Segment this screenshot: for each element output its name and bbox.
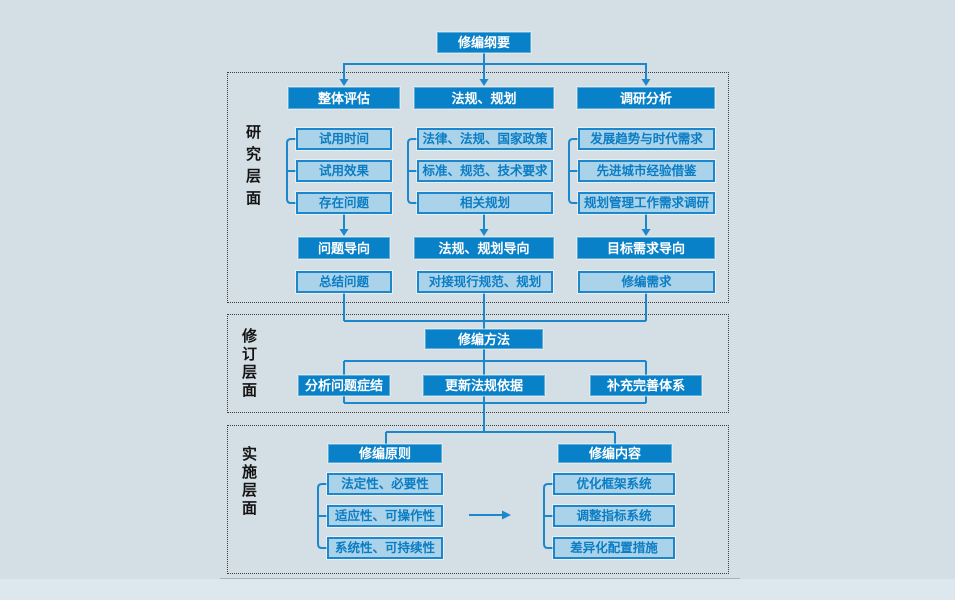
node-differentiated-measures: 差异化配置措施 — [553, 537, 675, 559]
node-regulations-planning: 法规、规划 — [414, 87, 554, 109]
node-trial-time: 试用时间 — [296, 128, 392, 150]
revision-section-label: 修订层面 — [240, 328, 257, 400]
node-optimize-framework: 优化框架系统 — [553, 473, 675, 495]
node-adaptability-operability: 适应性、可操作性 — [327, 505, 443, 527]
node-revision-contents: 修编内容 — [558, 444, 672, 463]
node-update-legal-basis: 更新法规依据 — [423, 375, 545, 396]
node-goal-orientation: 目标需求导向 — [577, 237, 715, 259]
node-analyze-problems: 分析问题症结 — [298, 375, 390, 396]
node-survey-analysis: 调研分析 — [577, 87, 715, 109]
node-laws-policies: 法律、法规、国家政策 — [417, 128, 553, 150]
node-align-current-standards: 对接现行规范、规划 — [417, 271, 553, 293]
node-overall-evaluation: 整体评估 — [288, 87, 400, 109]
research-section-label: 研究层面 — [244, 124, 261, 212]
implementation-section-label: 实施层面 — [240, 446, 257, 518]
node-summarize-problems: 总结问题 — [296, 271, 392, 293]
node-regulation-orientation: 法规、规划导向 — [414, 237, 554, 259]
node-management-survey: 规划管理工作需求调研 — [578, 192, 715, 214]
node-revision-principles: 修编原则 — [328, 444, 442, 463]
node-existing-problems: 存在问题 — [296, 192, 392, 214]
node-city-experience: 先进城市经验借鉴 — [578, 160, 715, 182]
footer-band — [0, 579, 955, 600]
node-development-trends: 发展趋势与时代需求 — [578, 128, 715, 150]
node-problem-orientation: 问题导向 — [298, 237, 390, 259]
node-legality-necessity: 法定性、必要性 — [327, 473, 443, 495]
node-improve-system: 补充完善体系 — [590, 375, 702, 396]
node-systematic-sustainable: 系统性、可持续性 — [327, 537, 443, 559]
node-revision-outline: 修编纲要 — [437, 32, 531, 53]
node-standards-requirements: 标准、规范、技术要求 — [417, 160, 553, 182]
node-revision-needs: 修编需求 — [578, 271, 715, 293]
node-adjust-indicators: 调整指标系统 — [553, 505, 675, 527]
node-related-planning: 相关规划 — [417, 192, 553, 214]
footer-divider-line — [220, 578, 740, 579]
node-revision-method: 修编方法 — [425, 329, 543, 349]
node-trial-effect: 试用效果 — [296, 160, 392, 182]
